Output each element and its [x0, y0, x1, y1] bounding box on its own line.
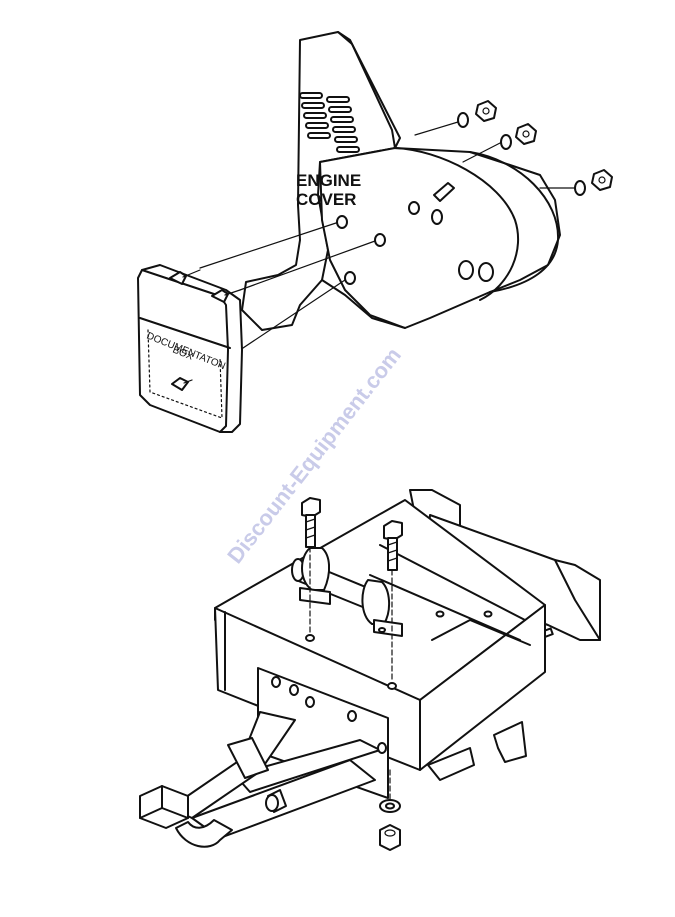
hitch-tongue: [139, 711, 387, 848]
documentation-box: DOCUMENTATON BOX: [137, 264, 243, 433]
bottom-hex-nut: [379, 824, 401, 851]
hex-bolt-2: [383, 520, 403, 683]
nut-washer-set-3: [574, 169, 613, 196]
nut-washer-set-2: [500, 123, 537, 150]
engine-cover-label-line2: COVER: [296, 190, 356, 209]
hex-bolt-1: [301, 497, 321, 635]
engine-cover: ENGINE COVER: [241, 31, 561, 331]
engine-cover-label-line1: ENGINE: [296, 171, 361, 190]
vent-louvers: [299, 92, 360, 153]
bottom-washer: [379, 799, 401, 813]
pipe-clamp: [291, 547, 403, 637]
nut-washer-set-1: [457, 100, 497, 128]
